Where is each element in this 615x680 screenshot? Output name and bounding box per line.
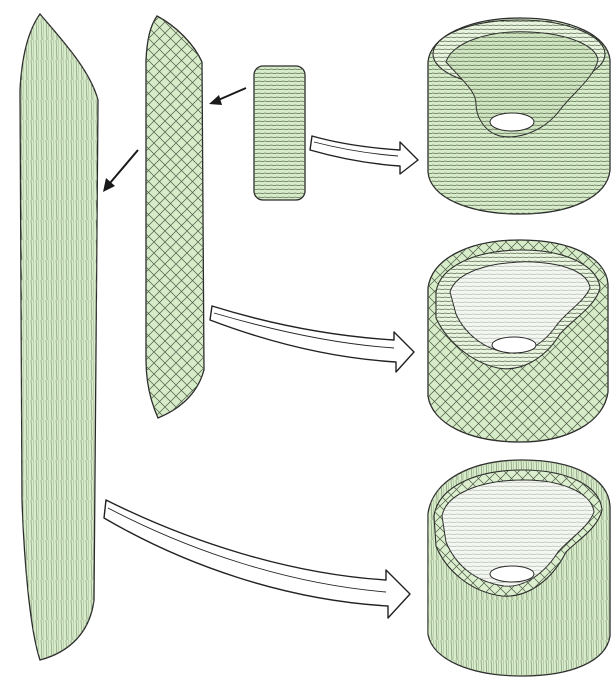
vessel-middle (428, 240, 608, 442)
vessel-bottom (428, 460, 610, 676)
arrow-large-to-vessel-bottom (104, 500, 410, 618)
large-sheet (20, 14, 98, 660)
arrow-small-to-vessel-top (310, 136, 418, 174)
arrow-small-to-medium (209, 88, 246, 105)
arrow-medium-to-large (103, 150, 138, 192)
arrow-medium-to-vessel-middle (210, 306, 414, 372)
vessel-top (428, 18, 610, 214)
small-sheet (254, 66, 305, 200)
medium-sheet (146, 16, 204, 418)
